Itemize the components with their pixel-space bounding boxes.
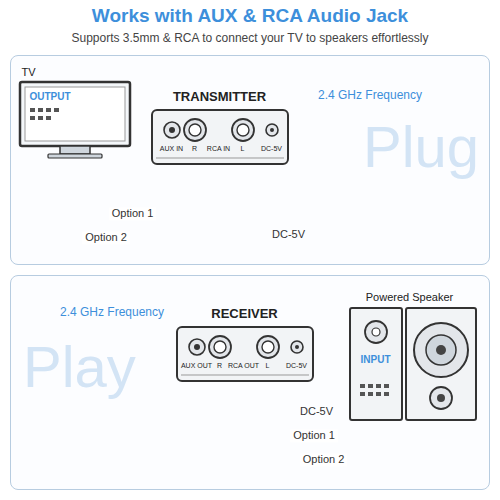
port-label: RCA IN bbox=[207, 145, 230, 153]
port-label: DC-5V bbox=[261, 145, 282, 153]
option-label: Option 2 bbox=[300, 453, 348, 466]
tv-set-shape bbox=[18, 66, 132, 160]
watermark: Plug bbox=[363, 114, 479, 181]
device-name: TRANSMITTER bbox=[173, 90, 266, 105]
port-heading: OUTPUT bbox=[30, 91, 71, 103]
device-name: Powered Speaker bbox=[366, 291, 453, 304]
page-title: Works with AUX & RCA Audio Jack bbox=[0, 5, 500, 27]
device-name: TV bbox=[22, 66, 36, 79]
receiver-box: RECEIVER AUX OUT R RCA OUT L DC-5V bbox=[175, 305, 315, 383]
power-label: DC-5V bbox=[272, 228, 305, 241]
option-label: Option 2 bbox=[82, 231, 130, 244]
frequency-label: 2.4 GHz Frequency bbox=[60, 306, 164, 320]
port-label: AUX OUT bbox=[181, 362, 212, 370]
port-label: RCA OUT bbox=[228, 362, 259, 370]
port-label: R bbox=[217, 362, 222, 370]
port-label: L bbox=[241, 145, 245, 153]
port-label: AUX IN bbox=[160, 145, 183, 153]
power-label: DC-5V bbox=[300, 405, 333, 418]
watermark: Play bbox=[23, 334, 136, 401]
option-label: Option 1 bbox=[290, 429, 338, 442]
device-name: RECEIVER bbox=[211, 307, 277, 322]
tv-set: TV OUTPUT bbox=[18, 66, 132, 160]
option-label: Option 1 bbox=[109, 207, 157, 220]
port-heading: INPUT bbox=[361, 354, 391, 366]
transmitter-box: TRANSMITTER AUX IN R RCA IN L DC-5V bbox=[150, 88, 290, 166]
port-label: DC-5V bbox=[286, 362, 307, 370]
frequency-label: 2.4 GHz Frequency bbox=[318, 89, 422, 103]
port-label: L bbox=[266, 362, 270, 370]
port-label: R bbox=[192, 145, 197, 153]
powered-speaker: Powered SpeakerINPUT bbox=[340, 290, 480, 422]
page-subtitle: Supports 3.5mm & RCA to connect your TV … bbox=[0, 32, 500, 46]
